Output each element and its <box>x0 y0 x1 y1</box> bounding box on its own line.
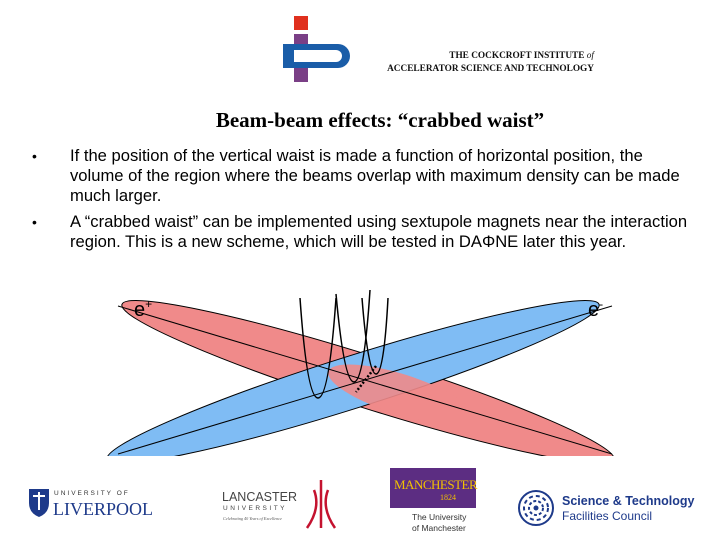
bullet-glyph: • <box>32 214 37 230</box>
stfc-logo: Science & Technology Facilities Council <box>516 488 706 528</box>
electron-label-text: e <box>588 299 599 321</box>
manchester-banner: MANCHESTER 1824 <box>390 468 478 508</box>
lancaster-line3: Celebrating 40 Years of Excellence <box>223 516 282 521</box>
lancaster-logo: LANCASTER UNIVERSITY Celebrating 40 Year… <box>222 480 342 532</box>
crabbed-waist-line <box>355 365 377 393</box>
waist-curves <box>299 289 389 399</box>
bullet-glyph: • <box>32 148 37 164</box>
liverpool-logo: UNIVERSITY OF LIVERPOOL <box>28 488 153 524</box>
slide-title: Beam-beam effects: “crabbed waist” <box>215 108 545 132</box>
manchester-line2: of Manchester <box>412 523 466 533</box>
cockcroft-institute-logo-icon <box>283 16 350 82</box>
electron-label: e- <box>588 297 603 321</box>
institute-of: of <box>586 51 594 61</box>
stfc-line2: Facilities Council <box>562 509 653 523</box>
liverpool-crest-icon <box>29 489 49 517</box>
institute-line2: ACCELERATOR SCIENCE AND TECHNOLOGY <box>387 64 594 74</box>
positron-label: e+ <box>134 297 152 321</box>
positron-label-sup: + <box>145 297 152 311</box>
manchester-line1: The University <box>412 512 467 522</box>
institute-line1: THE COCKCROFT INSTITUTE <box>449 51 585 61</box>
electron-label-sup: - <box>599 297 603 311</box>
bullet-text: If the position of the vertical waist is… <box>70 146 680 205</box>
stfc-swirl-icon <box>518 490 554 526</box>
lancaster-mark-icon <box>305 480 337 529</box>
footer-logos: UNIVERSITY OF LIVERPOOL LANCASTER UNIVER… <box>0 466 720 540</box>
lancaster-line2: UNIVERSITY <box>223 505 288 512</box>
liverpool-line1: UNIVERSITY OF <box>54 490 130 497</box>
manchester-name: MANCHESTER <box>394 477 478 492</box>
liverpool-line2: LIVERPOOL <box>53 499 153 519</box>
bullet-text: A “crabbed waist” can be implemented usi… <box>70 212 688 251</box>
institute-name: THE COCKCROFT INSTITUTE of ACCELERATOR S… <box>350 50 594 76</box>
stfc-line1: Science & Technology <box>562 494 695 508</box>
manchester-logo: MANCHESTER 1824 The University of Manche… <box>390 468 478 540</box>
lancaster-line1: LANCASTER <box>222 490 298 504</box>
positron-label-text: e <box>134 299 145 321</box>
manchester-year: 1824 <box>440 493 456 502</box>
crabbed-waist-diagram: e+ e- <box>106 289 615 456</box>
